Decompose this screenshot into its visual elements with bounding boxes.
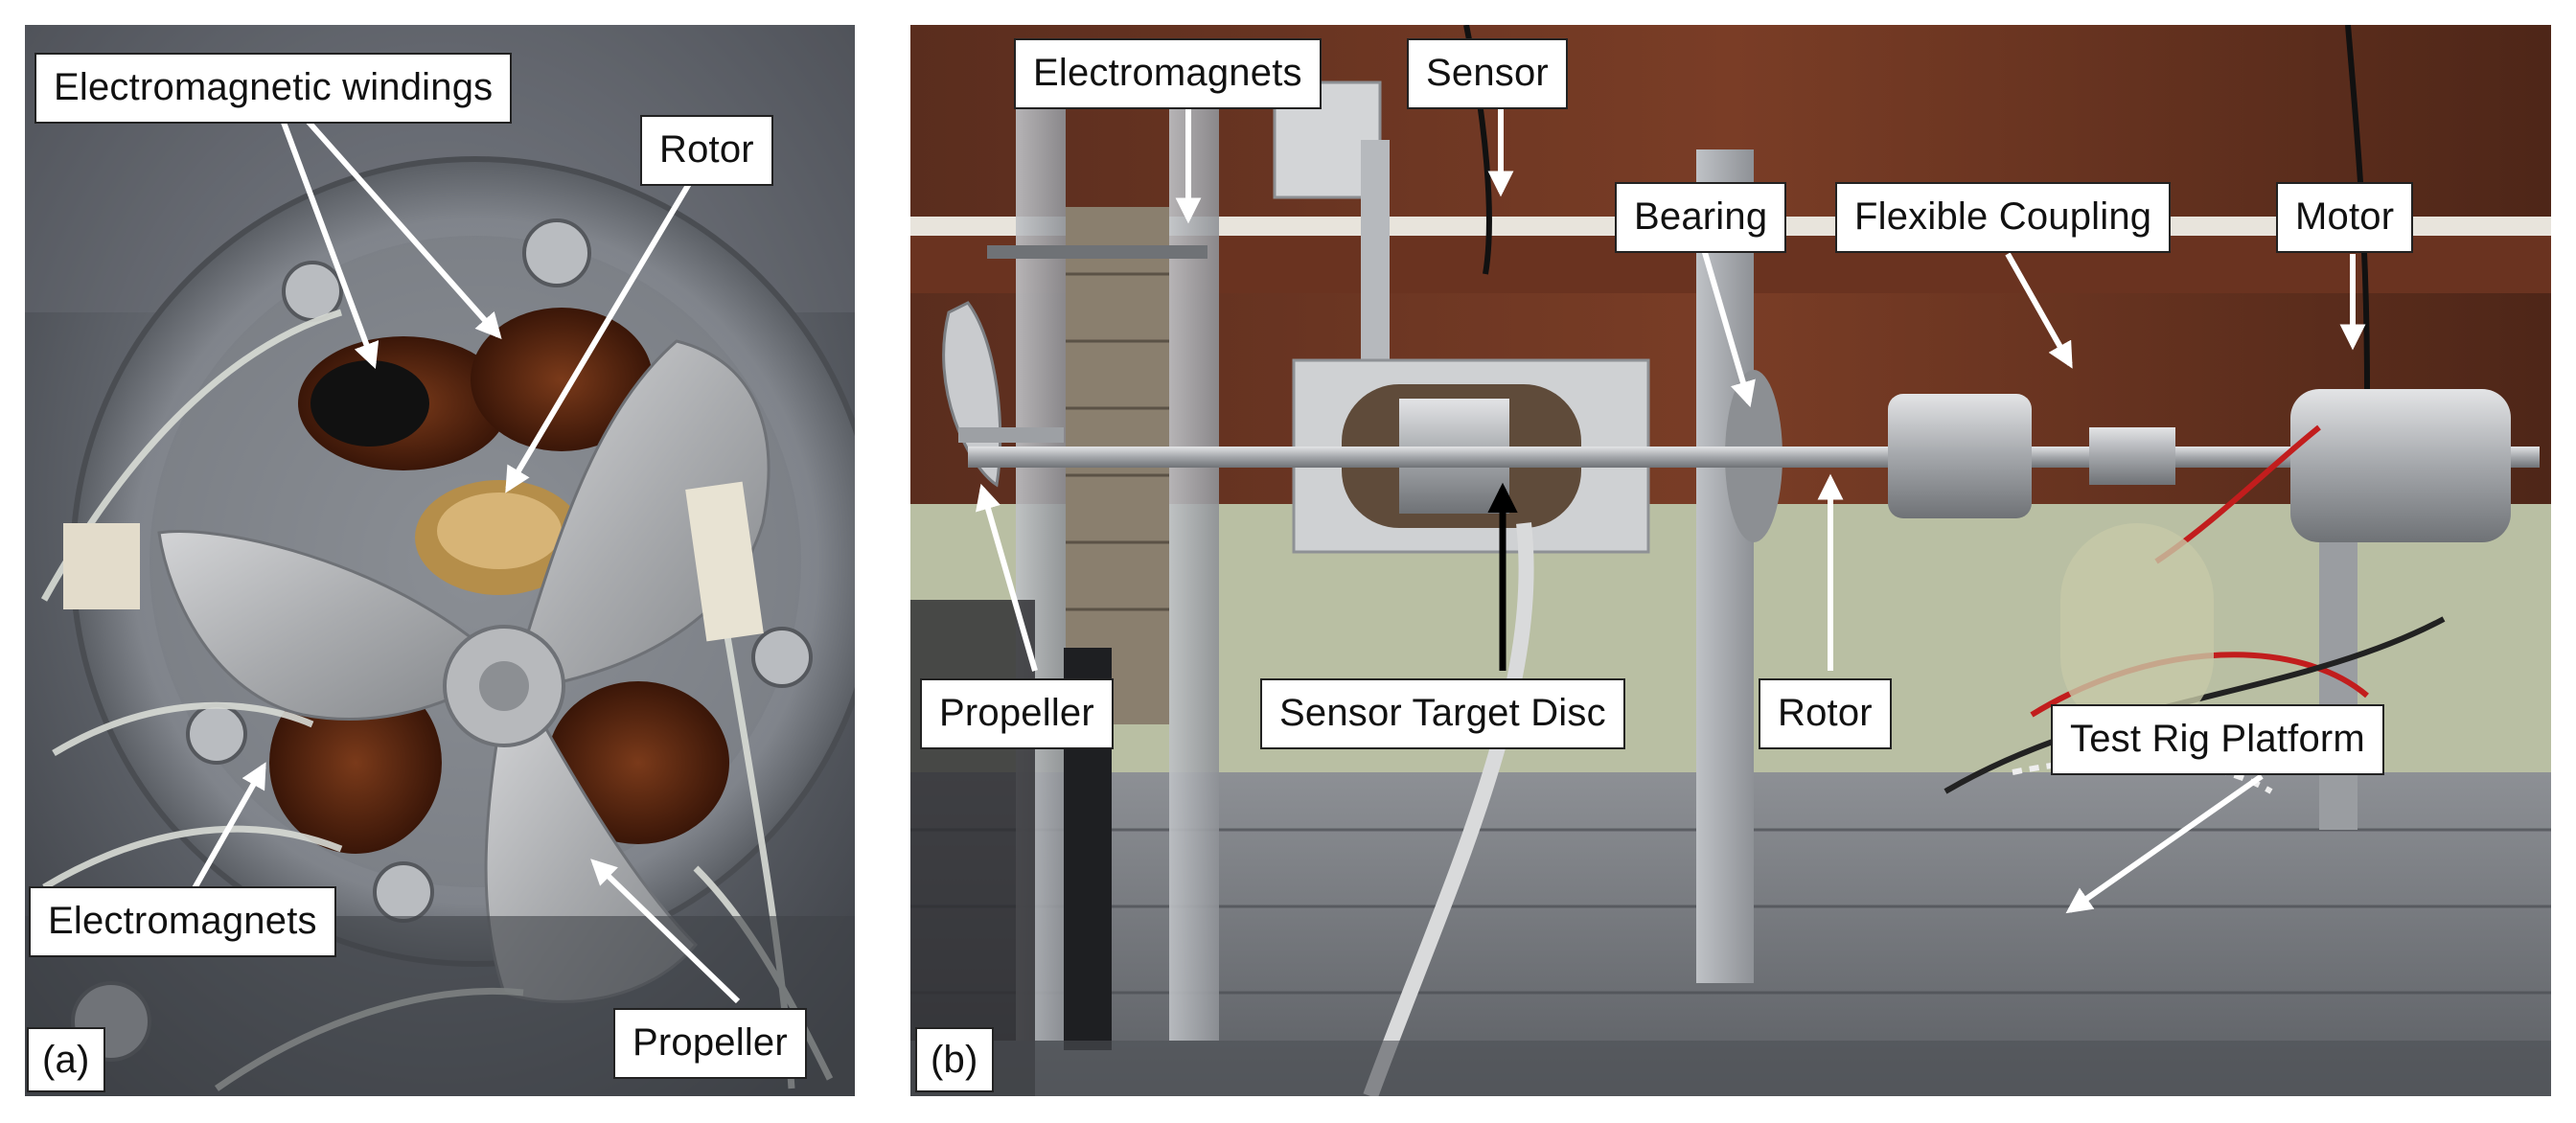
label-motor: Motor xyxy=(2276,182,2414,253)
label-flexible-coupling: Flexible Coupling xyxy=(1835,182,2172,253)
label-propeller-b: Propeller xyxy=(920,678,1114,749)
label-sensor-target-disc: Sensor Target Disc xyxy=(1260,678,1625,749)
label-electromagnets-a: Electromagnets xyxy=(29,886,336,957)
label-rotor-a: Rotor xyxy=(640,115,773,186)
label-electromagnetic-windings: Electromagnetic windings xyxy=(34,53,513,124)
label-bearing: Bearing xyxy=(1615,182,1787,253)
label-panel-a-tag: (a) xyxy=(27,1027,105,1092)
label-test-rig-platform: Test Rig Platform xyxy=(2051,704,2384,775)
label-sensor: Sensor xyxy=(1407,38,1568,109)
label-electromagnets-b: Electromagnets xyxy=(1014,38,1322,109)
label-propeller-a: Propeller xyxy=(613,1008,807,1079)
label-rotor-b: Rotor xyxy=(1759,678,1892,749)
label-panel-b-tag: (b) xyxy=(915,1027,994,1092)
